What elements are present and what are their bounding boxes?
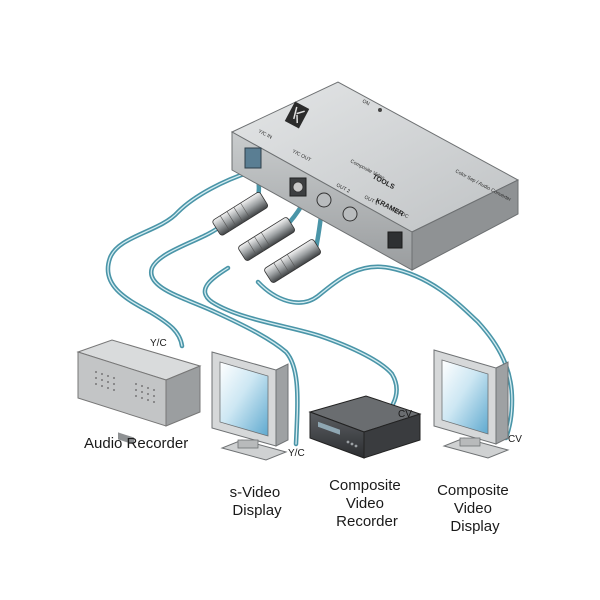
svideo-display-screen <box>219 361 269 437</box>
cable-yc-svideo-display <box>149 222 300 447</box>
composite-display-connector-label: CV <box>508 434 522 445</box>
cable-cv-composite-recorder <box>202 265 399 407</box>
out1-port <box>342 206 358 222</box>
yc-in-port <box>244 147 262 169</box>
kramer-logo <box>284 101 310 129</box>
audio-recorder-connector-label: Y/C <box>150 338 167 349</box>
svideo-display-label: s-Video Display <box>230 484 285 519</box>
audio-recorder-label: Audio Recorder <box>84 435 188 452</box>
svideo-display-connector-label: Y/C <box>288 448 305 459</box>
composite-display-device <box>433 349 510 459</box>
composite-recorder-label: Composite Video Recorder <box>329 477 405 530</box>
composite-recorder-connector-label: CV <box>398 409 412 420</box>
power-jack <box>387 231 403 249</box>
bnc-plug-out1 <box>264 239 321 283</box>
cable-cv-composite-display <box>255 264 515 441</box>
cable-yc-audio-recorder <box>105 169 253 349</box>
on-label: ON <box>361 98 371 107</box>
power-led <box>378 108 382 112</box>
composite-recorder-device <box>308 395 422 459</box>
bnc-plug-out2 <box>238 217 295 261</box>
svideo-display-device <box>211 351 289 461</box>
composite-display-screen <box>441 359 489 435</box>
audio-recorder-device <box>76 339 202 445</box>
composite-display-label: Composite Video Display <box>437 482 513 535</box>
svideo-plug <box>212 192 269 236</box>
out2-port <box>316 192 332 208</box>
kramer-converter: KRAMER TOOLS Color Sep / Audio Converter… <box>230 81 520 271</box>
